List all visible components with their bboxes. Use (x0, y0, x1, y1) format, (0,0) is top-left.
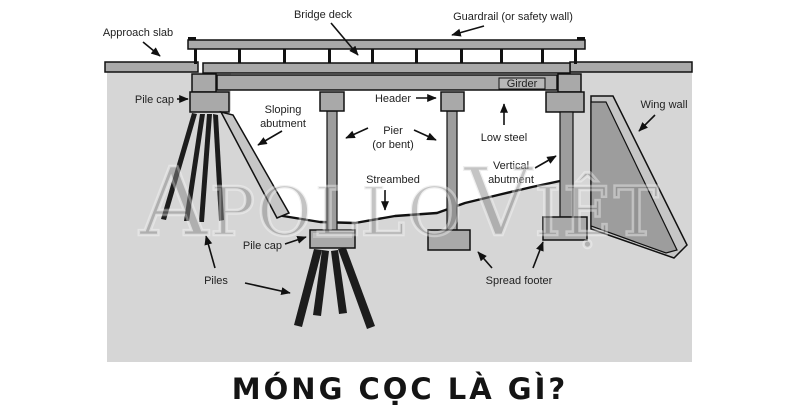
arrow-pier-left (345, 127, 369, 139)
vertical-abutment-cap (545, 91, 585, 113)
pile-cap-center-highlight (313, 233, 352, 238)
label-pile-cap-left: Pile cap (135, 94, 174, 106)
arrow-approach-slab (142, 41, 161, 57)
arrow-pier-right (413, 129, 437, 141)
label-streambed: Streambed (366, 174, 420, 186)
guardrail-posts (194, 49, 577, 64)
label-piles: Piles (204, 275, 228, 287)
diagram-labels: Bridge deck Guardrail (or safety wall) A… (103, 9, 688, 287)
pier2-column (446, 110, 458, 231)
arrow-spread-footer-left (477, 251, 493, 269)
arrow-pile-cap-center (284, 235, 307, 245)
annotation-arrows (142, 22, 656, 295)
girder-label-box (498, 77, 546, 90)
pier1-header-block (319, 91, 345, 112)
label-pile-cap-center: Pile cap (243, 240, 282, 252)
label-vertical-abutment-1: Vertical (493, 160, 529, 172)
label-approach-slab: Approach slab (103, 27, 173, 39)
pier1-column (326, 110, 338, 232)
piles-left-group (161, 113, 224, 222)
approach-slab-right (569, 61, 693, 73)
sloping-abutment-member (219, 110, 291, 219)
arrow-vertical-abutment (534, 155, 557, 169)
approach-slab-left (104, 61, 199, 73)
label-guardrail: Guardrail (or safety wall) (453, 11, 573, 23)
guardrail (187, 37, 586, 64)
arrow-spread-footer-right (532, 241, 544, 269)
wing-wall-shape (590, 95, 688, 259)
label-low-steel: Low steel (481, 132, 527, 144)
arrow-piles-right (244, 282, 291, 295)
spread-footer-left-block (427, 229, 471, 251)
pier2-header-block (440, 91, 465, 112)
label-pier-1: Pier (383, 125, 403, 137)
arrow-sloping-abutment (257, 130, 283, 146)
right-abutment-seat (557, 73, 582, 93)
left-abutment-seat (191, 73, 217, 93)
label-wing-wall: Wing wall (640, 99, 687, 111)
label-bridge-deck: Bridge deck (294, 9, 353, 21)
spread-footer-right-block (542, 216, 588, 241)
vertical-abutment-column (559, 111, 574, 218)
label-header: Header (375, 93, 411, 105)
streambed-line (276, 179, 561, 225)
piles-center-group (294, 248, 375, 329)
arrow-piles-up (204, 235, 216, 269)
girder-beam (216, 74, 558, 91)
label-spread-footer: Spread footer (486, 275, 553, 287)
under-bridge-opening (224, 72, 560, 223)
label-girder: Girder (507, 78, 538, 90)
bridge-deck-slab (202, 62, 571, 74)
page-title: MÓNG CỌC LÀ GÌ? (231, 372, 569, 406)
label-pier-2: (or bent) (372, 139, 414, 151)
arrow-wing-wall (638, 114, 656, 132)
label-vertical-abutment-2: abutment (488, 174, 534, 186)
pile-cap-left-block (189, 91, 230, 113)
pile-cap-center-block (309, 229, 356, 249)
arrow-bridge-deck (330, 22, 359, 56)
label-sloping-abutment-1: Sloping (265, 104, 302, 116)
label-sloping-abutment-2: abutment (260, 118, 306, 130)
arrow-guardrail (451, 25, 485, 37)
